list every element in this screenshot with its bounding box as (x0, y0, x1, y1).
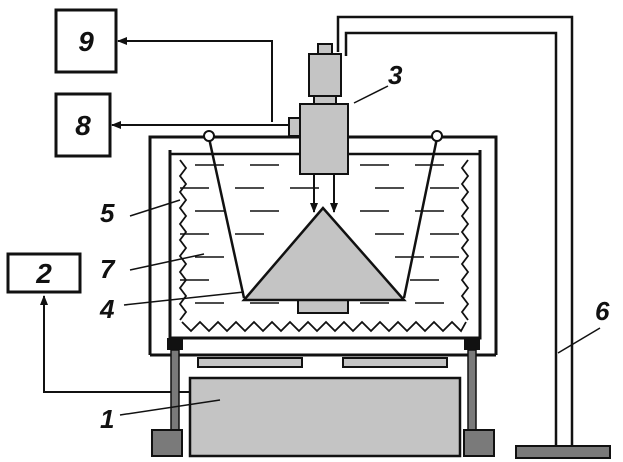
unit-9-box: 9 (54, 8, 118, 74)
leader-lines (119, 85, 601, 416)
unit-2-box: 2 (6, 252, 82, 294)
unit-8-box: 8 (54, 92, 112, 158)
sample-specimen (241, 206, 407, 314)
unit-9-label: 9 (78, 26, 94, 57)
sensor-unit (288, 43, 349, 213)
label-5: 5 (100, 198, 115, 228)
suspension (203, 130, 443, 299)
signal-line-to-2 (40, 295, 190, 393)
label-7: 7 (100, 254, 116, 284)
outer-vessel (148, 135, 498, 357)
scale-assembly (151, 338, 495, 458)
label-1: 1 (100, 404, 114, 434)
unit-8-label: 8 (75, 110, 91, 141)
signal-line-to-9 (117, 37, 273, 122)
support-stand (336, 15, 611, 459)
liquid-lines (180, 164, 459, 304)
unit-2-label: 2 (35, 258, 52, 289)
label-4: 4 (99, 294, 115, 324)
heater-coil (178, 159, 470, 333)
label-6: 6 (595, 296, 610, 326)
label-3: 3 (388, 60, 403, 90)
